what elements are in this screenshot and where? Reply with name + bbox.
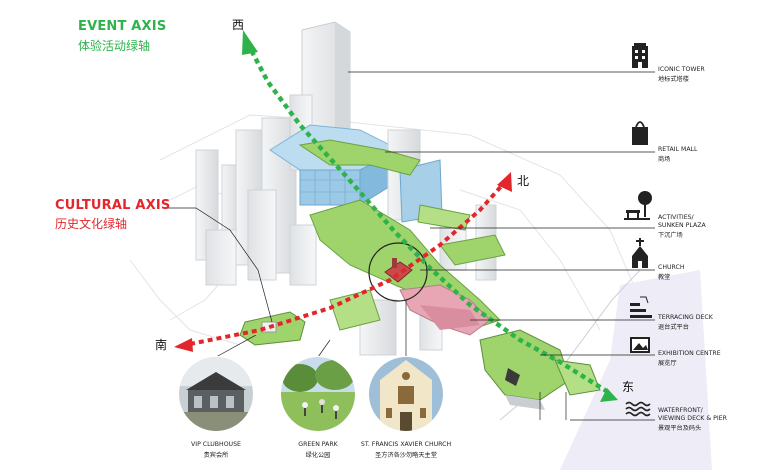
legend-church-cn: 教堂 — [658, 274, 671, 281]
caption-church-cn: 圣方济各沙勿略天主堂 — [375, 452, 437, 459]
photo-church — [368, 356, 444, 432]
event-axis-subtitle: 体验活动绿轴 — [78, 39, 151, 53]
terrace-icon — [630, 296, 652, 318]
church-model — [368, 242, 428, 302]
legend-iconic-tower: ICONIC TOWER — [658, 66, 705, 73]
legend-sunken-plaza: ACTIVITIES/ SUNKEN PLAZA — [658, 214, 706, 229]
tower-icon — [632, 43, 648, 68]
caption-green-park: GREEN PARK — [298, 441, 338, 448]
caption-church: ST. FRANCIS XAVIER CHURCH — [360, 441, 452, 448]
legend-waterfront: WATERFRONT/ VIEWING DECK & PIER — [658, 407, 727, 422]
legend-iconic-tower-cn: 地标式塔楼 — [658, 76, 689, 83]
shopping-bag-icon — [632, 121, 648, 145]
picture-icon — [630, 337, 650, 353]
legend-sunken-plaza-cn: 下沉广场 — [658, 232, 683, 239]
terracing-deck — [399, 284, 491, 336]
caption-vip-clubhouse: VIP CLUBHOUSE — [191, 441, 241, 448]
direction-south: 南 — [155, 338, 168, 352]
cultural-axis-subtitle: 历史文化绿轴 — [55, 217, 128, 231]
event-axis-title: EVENT AXIS — [78, 19, 167, 34]
legend-exhibition-centre-cn: 展览厅 — [658, 360, 677, 367]
church-icon — [632, 238, 648, 268]
caption-vip-clubhouse-cn: 贵宾会所 — [203, 452, 229, 459]
legend-terracing-deck: TERRACING DECK — [658, 314, 713, 321]
legend-retail-mall: RETAIL MALL — [658, 146, 698, 153]
direction-north: 北 — [517, 174, 530, 188]
legend-terracing-deck-cn: 退台式平台 — [658, 324, 689, 331]
caption-green-park-cn: 绿化公园 — [305, 452, 331, 459]
legend-waterfront-cn: 景观平台及码头 — [658, 425, 702, 432]
direction-west: 西 — [232, 18, 245, 32]
direction-east: 东 — [622, 380, 635, 394]
left-towers — [195, 117, 297, 286]
photo-vip-clubhouse — [178, 356, 254, 432]
photo-green-park — [280, 356, 356, 432]
leader-lines — [168, 71, 655, 421]
tree-bench-icon — [624, 191, 652, 220]
waves-icon — [625, 401, 651, 417]
legend-retail-mall-cn: 商场 — [658, 156, 671, 163]
event-axis-line — [242, 30, 618, 402]
cultural-axis-line — [174, 172, 512, 352]
cultural-axis-title: CULTURAL AXIS — [55, 198, 171, 213]
legend-church: CHURCH — [658, 264, 685, 271]
exhibition-structures — [479, 329, 601, 410]
legend-exhibition-centre: EXHIBITION CENTRE — [658, 350, 721, 357]
